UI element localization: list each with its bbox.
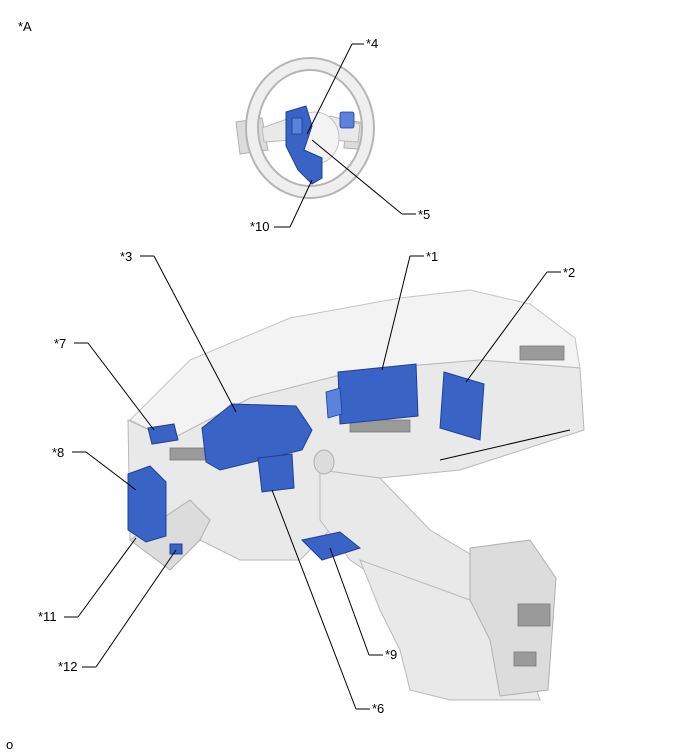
leader-10 [289,179,313,228]
combination-meter [201,403,313,471]
callout-11: *11 [38,609,57,624]
multi-display-side [325,387,343,419]
leader-8 [85,451,137,491]
multi-display [337,363,419,425]
under-dash-ecu [257,453,295,493]
leader-5 [311,139,403,215]
callout-3: *3 [120,249,132,264]
callout-4: *4 [366,36,378,51]
callout-5: *5 [418,207,430,222]
steering-wheel-illustration [235,57,375,199]
left-vent [169,447,207,461]
leader-1 [381,255,411,371]
leader-3 [153,255,237,413]
callout-1: *1 [426,249,438,264]
console-ecu [300,531,362,561]
leader-9 [329,547,370,656]
callout-2: *2 [563,265,575,280]
steering-wheel-rim-face [247,59,373,197]
leader-4 [306,43,353,135]
rear-outlet [513,651,537,667]
left-connector [169,543,183,555]
callout-8: *8 [52,445,64,460]
callout-9: *9 [385,647,397,662]
leader-2 [465,271,548,383]
leader-7 [87,342,155,431]
callout-7: *7 [54,336,66,351]
leader-lines [64,43,561,710]
rear-vent [517,603,551,627]
right-vent [519,345,565,361]
leader-6 [271,489,357,710]
glovebox-seam [439,429,571,461]
view-label: *A [18,19,32,34]
callout-10: *10 [250,219,270,234]
leader-11 [77,537,137,618]
leader-12 [95,549,177,668]
callout-labels: *4 *5 *10 *3 *1 *2 *7 *8 *11 *9 *12 *6 [38,36,575,716]
footer-code: o [6,737,13,752]
dashboard-illustration [127,289,585,701]
left-tall-ecu [127,465,167,543]
left-small-module [147,423,179,445]
steering-switch-right [339,111,355,129]
callout-12: *12 [58,659,78,674]
right-module [439,371,485,441]
steering-switch-detail [291,117,303,135]
callout-6: *6 [372,701,384,716]
steering-column-stub [313,449,335,475]
